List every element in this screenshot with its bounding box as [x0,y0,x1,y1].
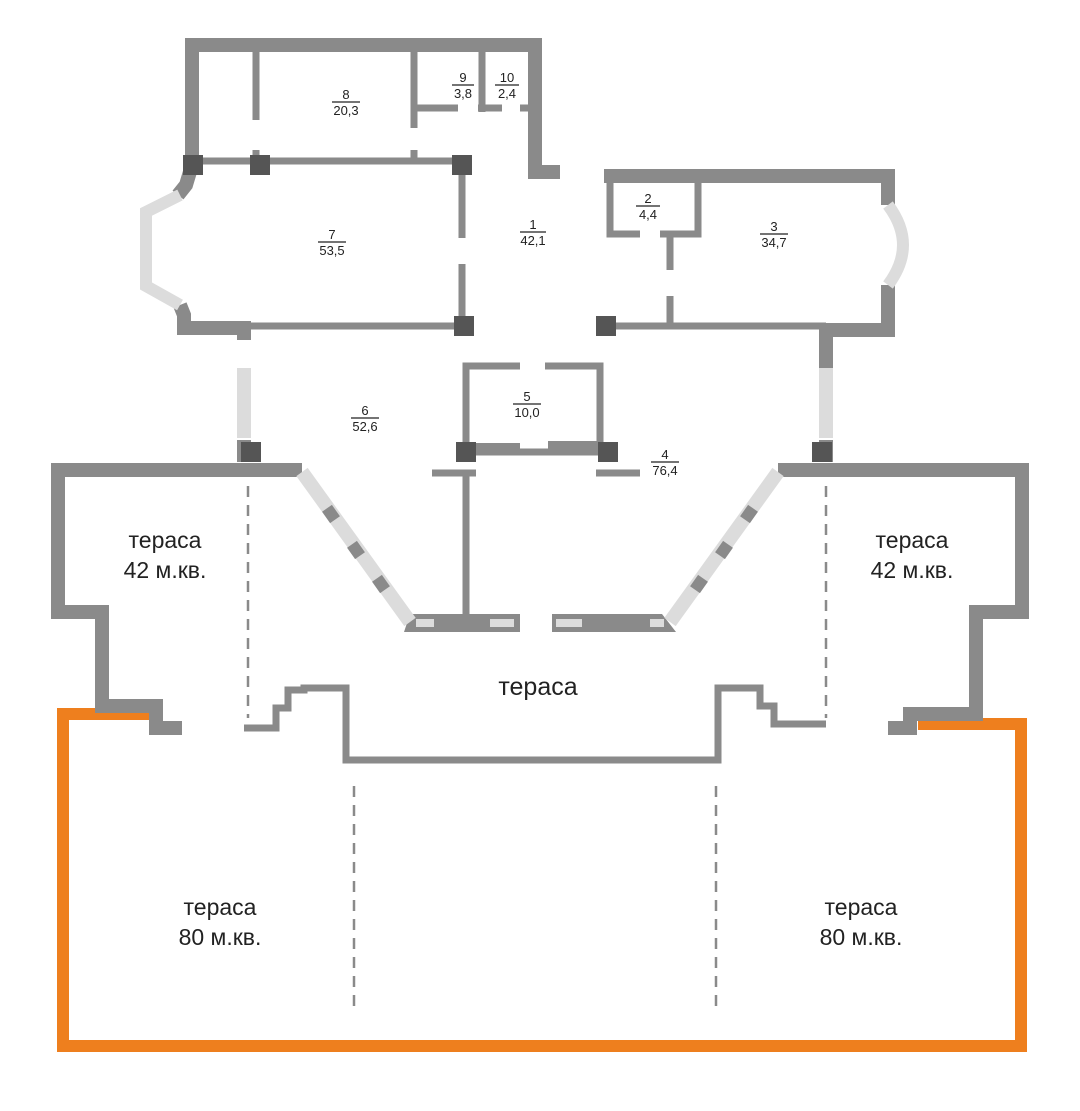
svg-text:42 м.кв.: 42 м.кв. [124,557,207,583]
room-label-7: 7 53,5 [318,227,346,258]
svg-text:20,3: 20,3 [333,103,358,118]
svg-text:52,6: 52,6 [352,419,377,434]
svg-text:80 м.кв.: 80 м.кв. [820,924,903,950]
svg-text:34,7: 34,7 [761,235,786,250]
terrace-dividers [246,486,828,1014]
svg-text:тераса: тераса [825,894,898,920]
terrace-label-center: тераса [498,673,577,701]
svg-text:2,4: 2,4 [498,86,516,101]
room-label-2: 2 4,4 [636,191,660,222]
svg-text:3: 3 [770,219,777,234]
svg-text:1: 1 [529,217,536,232]
svg-text:7: 7 [328,227,335,242]
columns [183,155,832,462]
room-label-1: 1 42,1 [520,217,546,248]
room-label-3: 3 34,7 [760,219,788,250]
svg-text:тераса: тераса [498,673,577,701]
svg-text:53,5: 53,5 [319,243,344,258]
svg-text:2: 2 [644,191,651,206]
terrace-label-right-upper: тераса 42 м.кв. [871,527,954,583]
room-label-5: 5 10,0 [513,389,541,420]
terrace-label-right-lower: тераса 80 м.кв. [820,894,903,950]
svg-text:76,4: 76,4 [652,463,677,478]
room-label-9: 9 3,8 [452,70,474,101]
svg-text:тераса: тераса [129,527,202,553]
svg-text:тераса: тераса [876,527,949,553]
terrace-label-left-upper: тераса 42 м.кв. [124,527,207,583]
svg-text:4: 4 [661,447,668,462]
svg-text:42 м.кв.: 42 м.кв. [871,557,954,583]
room-label-10: 10 2,4 [495,70,519,101]
svg-text:10: 10 [500,70,514,85]
room-label-6: 6 52,6 [351,403,379,434]
svg-text:4,4: 4,4 [639,207,657,222]
svg-text:6: 6 [361,403,368,418]
window-mullions [322,504,758,594]
svg-text:8: 8 [342,87,349,102]
walls [51,38,1029,764]
svg-text:10,0: 10,0 [514,405,539,420]
svg-text:42,1: 42,1 [520,233,545,248]
svg-text:тераса: тераса [184,894,257,920]
svg-text:80 м.кв.: 80 м.кв. [179,924,262,950]
terrace-label-left-lower: тераса 80 м.кв. [179,894,262,950]
svg-text:3,8: 3,8 [454,86,472,101]
svg-text:5: 5 [523,389,530,404]
room-label-4: 4 76,4 [651,447,679,478]
highlighted-terrace-outline [57,708,1027,1052]
svg-text:9: 9 [459,70,466,85]
room-label-8: 8 20,3 [332,87,360,118]
